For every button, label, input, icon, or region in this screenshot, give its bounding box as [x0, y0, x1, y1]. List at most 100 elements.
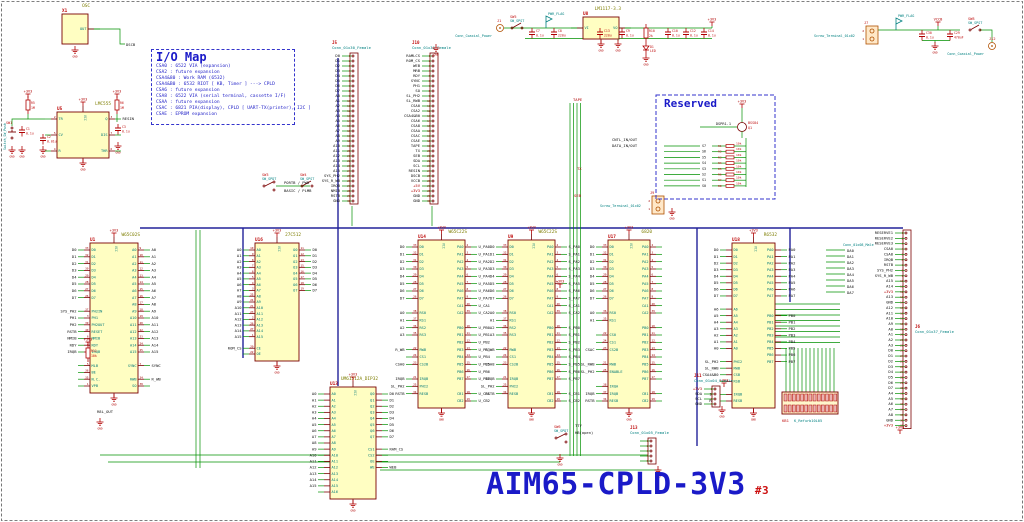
net-label: A10 [333, 143, 341, 148]
pin-name: CB1 [457, 392, 464, 396]
pin-name: PB5 [642, 363, 649, 367]
pin-name: PA7 [642, 297, 649, 301]
net-label: CSA0 [411, 103, 421, 108]
net-label: A2 [152, 261, 157, 266]
connector-name: Conn_01x05_Female [630, 430, 670, 435]
component-ref: SW3 [262, 173, 269, 177]
chip-U13[interactable]: U13UM61512A_DIP32A0A0A1A1A2A2A3A3A4A4A5A… [310, 373, 404, 513]
component-C7[interactable]: C70.1u [529, 28, 544, 39]
net-label: S_PB6 [569, 369, 581, 374]
pin-number: 2 [252, 316, 254, 320]
pin-name: A7 [257, 289, 261, 293]
pin-name: PA7 [457, 297, 464, 301]
pin-number: 19 [652, 397, 656, 401]
connector-J10[interactable]: 1RAMLCS2ROM_CS3WEB4MRB5RDY6SYNC7PH18SO9S… [404, 40, 452, 205]
pin-number: 22 [603, 331, 607, 335]
component-C2[interactable]: C20.01u [40, 134, 57, 145]
pin-number: 8 [467, 287, 469, 291]
net-label: SDA [413, 158, 421, 163]
net-label: PB3 [789, 333, 796, 338]
net-label: A10 [235, 305, 243, 310]
pin-name: ENABLE [610, 370, 623, 374]
pin-number: 37 [85, 307, 89, 311]
component-name: PWR_FLAG [548, 12, 564, 16]
net-label: +3V3 [411, 188, 420, 193]
pin-number: 1 [429, 54, 431, 58]
pin-number: 10 [250, 246, 254, 250]
component-C1[interactable]: C10.1u [19, 126, 34, 137]
pin-number: 18 [900, 322, 904, 326]
component-PWR_FLAG[interactable]: PWR_FLAG [545, 12, 564, 28]
power-label: +3V3 [437, 226, 446, 230]
net-label: GND [886, 417, 894, 422]
pin-number: 12 [140, 267, 144, 271]
net-label: DA4 [847, 272, 855, 277]
pin-name: A14 [257, 329, 264, 333]
net-label: D5 [335, 78, 340, 83]
net-label: TAPE [573, 97, 583, 102]
pin-name: RESB [510, 392, 519, 396]
net-label: D3 [888, 364, 893, 369]
net-label: A13 [310, 471, 317, 476]
pin-name: A7 [132, 296, 136, 300]
connector-J5[interactable]: 1D02D13D24D35D46D57D68D79A010A111A212A31… [322, 40, 372, 205]
pin-number: 14 [652, 353, 656, 357]
pin-name: CS1 [368, 447, 375, 451]
net-label: D0 [590, 244, 595, 249]
pin-name: D6 [92, 289, 96, 293]
component-C3[interactable]: C30.1u [115, 124, 130, 135]
component-C9[interactable]: C90.1u [619, 28, 634, 39]
pin-number: 17 [652, 375, 656, 379]
net-label: S4 [702, 161, 706, 165]
component-PWR_FLAG[interactable]: PWR_FLAG [895, 14, 914, 30]
pin-name: PA5 [457, 282, 464, 286]
net-label: VCCB [411, 178, 421, 183]
power-symbol: +3V3 [113, 90, 121, 98]
pin-number: 11 [140, 260, 144, 264]
pin-number: 20 [427, 149, 431, 153]
pin-number: 19 [301, 287, 305, 291]
net-label: D2 [590, 259, 595, 264]
component-value: 0.1u [122, 130, 130, 134]
net-label: S_CA1 [569, 303, 581, 308]
connector-J6[interactable]: 1RESERVE12RESERVE23RESERVE34CSA05CSA86IR… [875, 229, 955, 430]
net-label: A12 [152, 329, 159, 334]
io-map-line: CSA0 : 6522 VIA (expansion) [156, 64, 231, 69]
power-label: +3V3 [84, 338, 93, 342]
net-label: D7 [400, 296, 405, 301]
pin-name: A11 [130, 323, 137, 327]
